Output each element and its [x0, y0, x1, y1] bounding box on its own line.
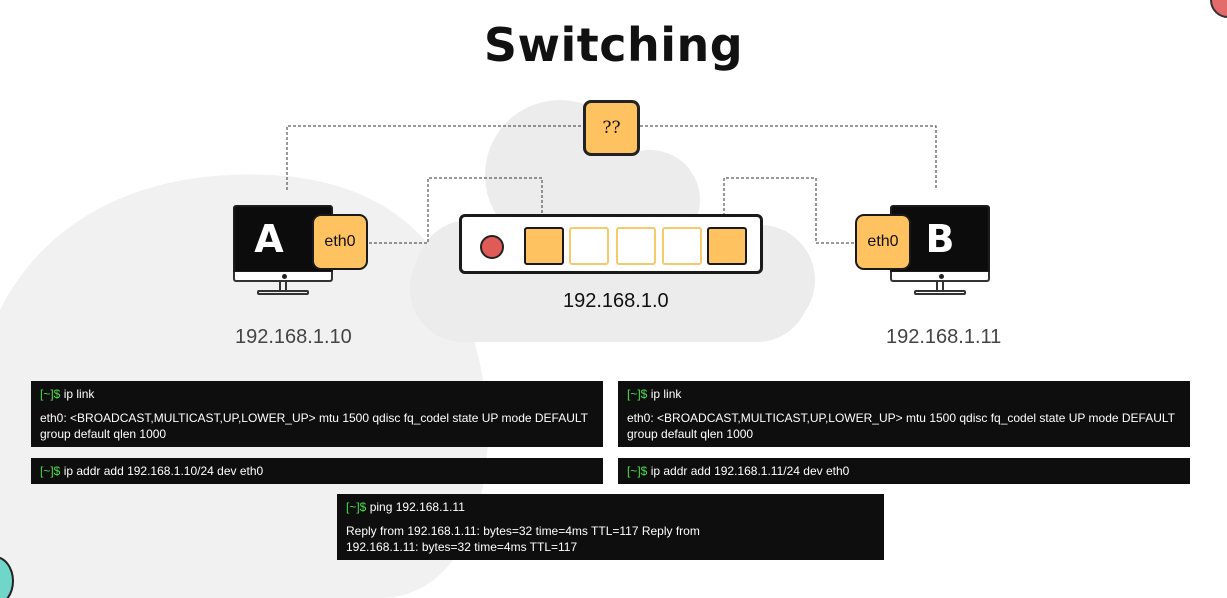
unknown-device-box: ?? — [583, 100, 640, 156]
terminal-prompt: [~]$ — [40, 464, 61, 478]
switch-port-4 — [662, 227, 702, 265]
terminal-prompt: [~]$ — [627, 387, 648, 401]
terminal-prompt: [~]$ — [346, 500, 367, 514]
link-switch-to-eth-b — [723, 177, 855, 244]
terminal-prompt: [~]$ — [627, 464, 648, 478]
switch-port-5 — [707, 227, 747, 265]
terminal-command: ip addr add 192.168.1.11/24 dev eth0 — [647, 464, 850, 478]
network-address-label: 192.168.1.0 — [563, 290, 669, 312]
host-b-letter: B — [925, 217, 955, 261]
dashed-links — [286, 125, 937, 244]
terminal-command: ip link — [60, 387, 95, 401]
host-a-ip-label: 192.168.1.10 — [235, 326, 352, 348]
page-title: Switching — [483, 18, 744, 72]
host-a-letter: A — [254, 217, 284, 261]
terminal-host-b-ip-link: [~]$ ip link eth0: <BROADCAST,MULTICAST,… — [618, 381, 1190, 447]
terminal-host-a-ip-link: [~]$ ip link eth0: <BROADCAST,MULTICAST,… — [31, 381, 603, 447]
terminal-output: eth0: <BROADCAST,MULTICAST,UP,LOWER_UP> … — [627, 411, 1175, 441]
host-b-ip-label: 192.168.1.11 — [886, 326, 1002, 348]
monitor-stand — [257, 290, 309, 295]
monitor-stand — [914, 290, 966, 295]
link-a-to-unknown — [286, 125, 583, 190]
switch-port-2 — [569, 227, 609, 265]
switch-port-3 — [616, 227, 656, 265]
host-b-eth0-interface: eth0 — [855, 214, 911, 270]
terminal-host-b-ip-addr: [~]$ ip addr add 192.168.1.11/24 dev eth… — [618, 458, 1190, 484]
network-switch — [459, 214, 763, 274]
terminal-output: eth0: <BROADCAST,MULTICAST,UP,LOWER_UP> … — [40, 411, 588, 441]
terminal-command: ip addr add 192.168.1.10/24 dev eth0 — [60, 464, 264, 478]
terminal-host-a-ip-addr: [~]$ ip addr add 192.168.1.10/24 dev eth… — [31, 458, 603, 484]
switch-led-indicator — [480, 235, 504, 259]
terminal-ping: [~]$ ping 192.168.1.11 Reply from 192.16… — [337, 494, 884, 560]
power-dot — [939, 274, 944, 279]
terminal-command: ip link — [647, 387, 682, 401]
terminal-prompt: [~]$ — [40, 387, 61, 401]
host-a-eth0-interface: eth0 — [312, 214, 368, 270]
terminal-output: Reply from 192.168.1.11: bytes=32 time=4… — [346, 524, 700, 554]
power-dot — [282, 274, 287, 279]
terminal-command: ping 192.168.1.11 — [366, 500, 465, 514]
link-unknown-to-b — [640, 125, 937, 190]
switch-port-1 — [524, 227, 564, 265]
